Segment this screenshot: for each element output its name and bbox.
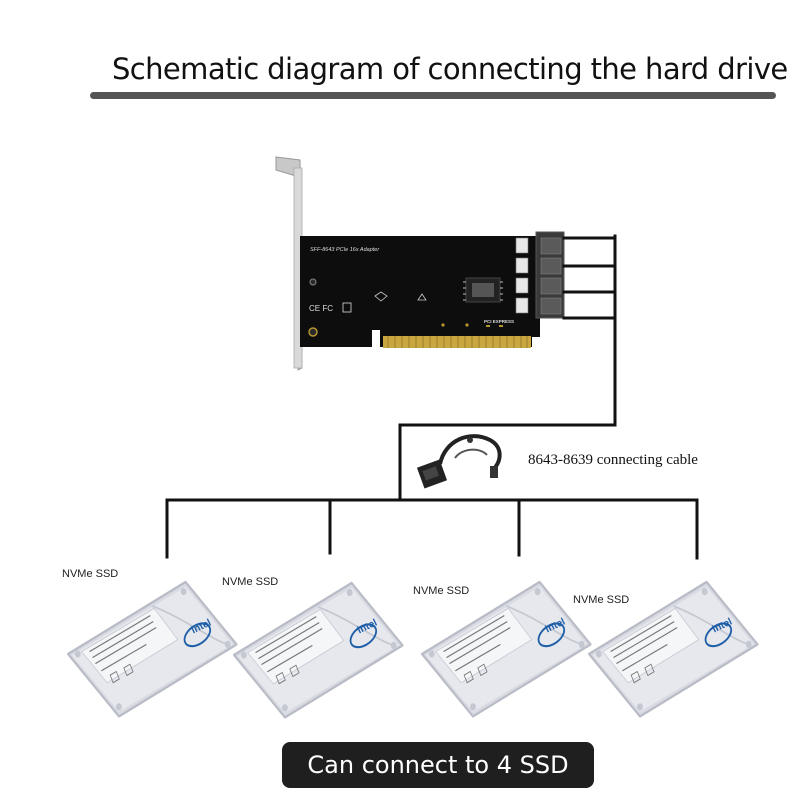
card-pcb bbox=[300, 236, 540, 347]
title-underline bbox=[90, 92, 776, 99]
ssd-2 bbox=[232, 581, 404, 719]
cert-marks: CE FC bbox=[309, 304, 333, 313]
connection-lines bbox=[165, 234, 699, 560]
cable-label: 8643-8639 connecting cable bbox=[528, 452, 698, 468]
board-silkscreen: SFF-8643 PCIe 16x Adapter bbox=[310, 247, 380, 253]
pcie-logo: PCI EXPRESS bbox=[484, 319, 514, 324]
gold-fingers bbox=[383, 336, 531, 348]
pcie-adapter-card: SFF-8643 PCIe 16x Adapter CE FC PCI EXPR… bbox=[275, 156, 565, 371]
ssd-4-label: NVMe SSD bbox=[573, 594, 630, 606]
ssd-2-label: NVMe SSD bbox=[222, 576, 279, 588]
connecting-cable-icon bbox=[416, 434, 502, 489]
controller-chip bbox=[465, 277, 501, 303]
footer-caption: Can connect to 4 SSD bbox=[282, 742, 594, 788]
ssd-1-label: NVMe SSD bbox=[62, 568, 119, 580]
ssd-3-label: NVMe SSD bbox=[413, 585, 470, 597]
ssd-1 bbox=[66, 580, 238, 718]
page-title: Schematic diagram of connecting the hard… bbox=[112, 52, 788, 86]
ssd-3 bbox=[420, 580, 592, 718]
sff8643-ports bbox=[515, 231, 565, 319]
